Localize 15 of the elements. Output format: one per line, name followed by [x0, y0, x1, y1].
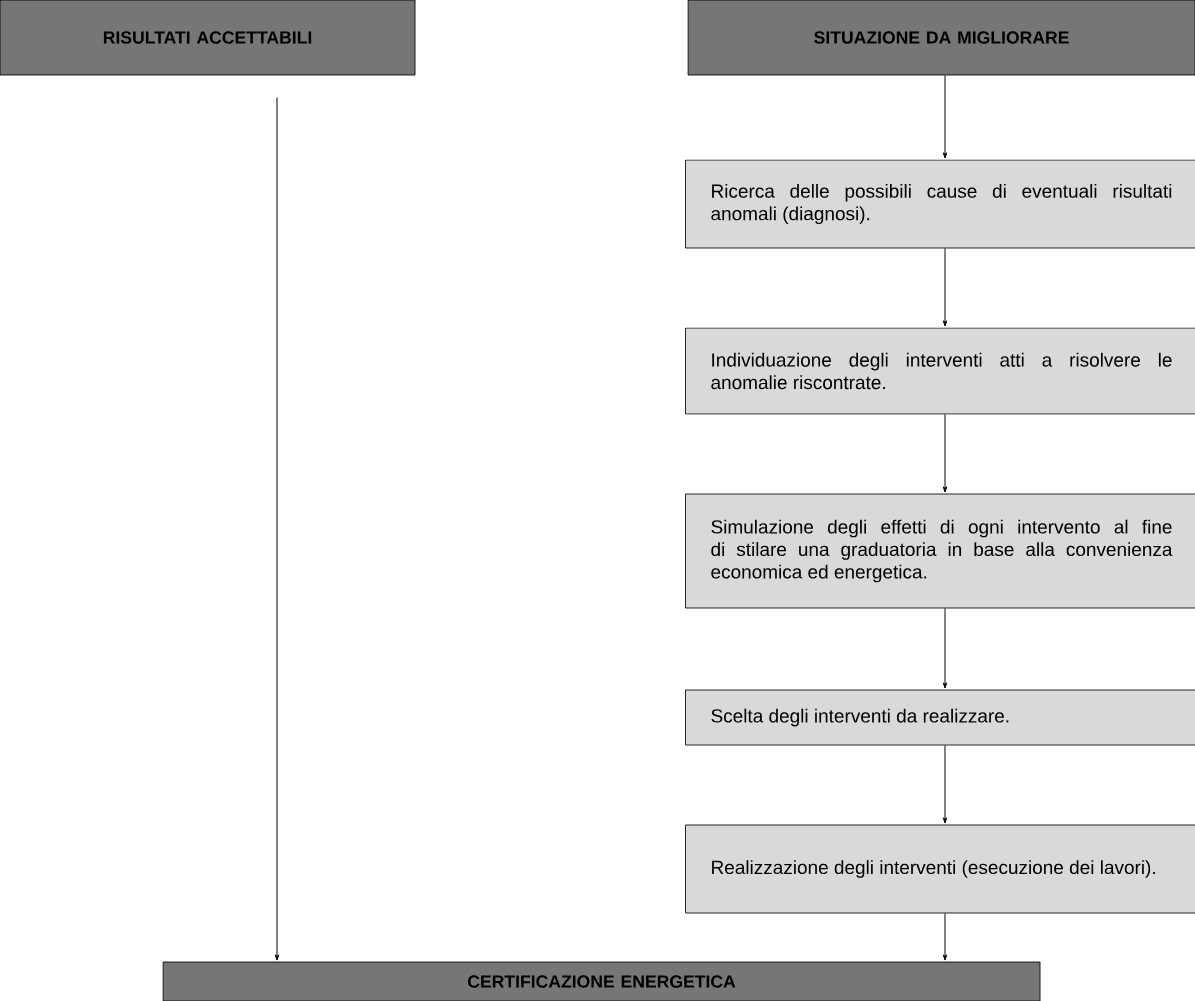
header-box: RISULTATI ACCETTABILI: [0, 0, 416, 76]
arrow: [942, 247, 948, 327]
process-box: Scelta degli interventi da realizzare.: [685, 689, 1195, 746]
process-box: Individuazione degli interventi atti a risolvere le anomalie riscontrate.: [685, 327, 1195, 415]
arrow: [942, 413, 948, 493]
header-box: CERTIFICAZIONE ENERGETICA: [162, 961, 1041, 1001]
process-box: Realizzazione degli interventi (esecuzione dei lavori).: [685, 824, 1195, 914]
process-box: Simulazione degli effetti di ogni intervento al fine di stilare una graduatoria in base alla convenienza economica ed energetica.: [685, 493, 1195, 609]
arrow: [942, 74, 948, 159]
arrow: [942, 607, 948, 689]
header-box: SITUAZIONE DA MIGLIORARE: [687, 0, 1195, 76]
process-box: Ricerca delle possibili cause di eventuali risultati anomali (diagnosi).: [685, 159, 1195, 249]
arrow: [274, 96, 280, 961]
arrow: [942, 912, 948, 961]
arrow: [942, 744, 948, 824]
